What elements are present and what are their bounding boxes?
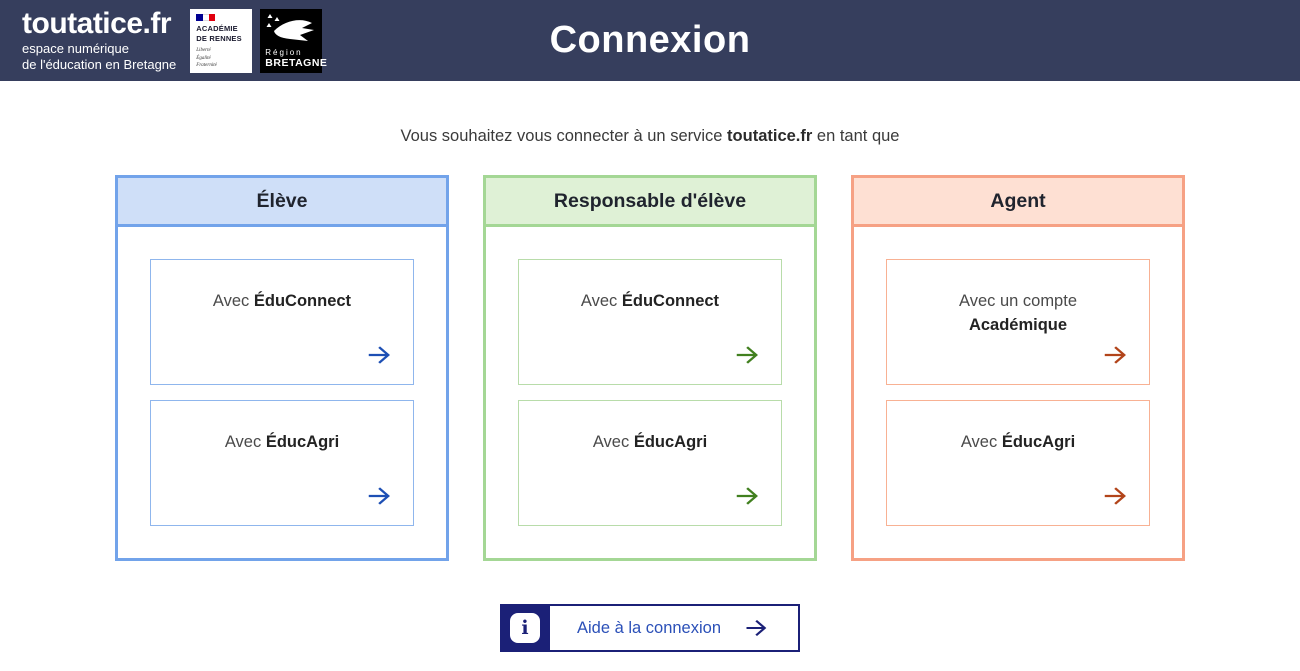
intro-text-before: Vous souhaitez vous connecter à un servi…	[400, 127, 728, 145]
academie-name: ACADÉMIE DE RENNES	[196, 24, 242, 43]
help-icon-cell: i	[500, 604, 550, 652]
responsable-educonnect-label: Avec ÉduConnect	[580, 292, 720, 310]
eleve-educonnect-label: Avec ÉduConnect	[212, 292, 352, 310]
column-eleve: Élève Avec ÉduConnect Avec ÉducAgri	[115, 175, 449, 561]
brand-tagline-line1: espace numérique	[22, 41, 129, 57]
column-agent-title: Agent	[854, 178, 1182, 227]
arrow-right-icon	[1101, 342, 1131, 368]
profile-columns: Élève Avec ÉduConnect Avec ÉducAgri Resp…	[0, 175, 1300, 561]
info-icon: i	[510, 613, 540, 643]
intro-text-bold: toutatice.fr	[727, 127, 813, 145]
responsable-educagri-button[interactable]: Avec ÉducAgri	[518, 400, 782, 526]
agent-educagri-button[interactable]: Avec ÉducAgri	[886, 400, 1150, 526]
brand-tagline-line2: de l'éducation en Bretagne	[22, 56, 177, 72]
arrow-right-icon	[365, 342, 395, 368]
toutatice-logo: toutatice.fr espace numérique de l'éduca…	[0, 8, 328, 73]
intro-sentence: Vous souhaitez vous connecter à un servi…	[0, 127, 1300, 146]
intro-text-after: en tant que	[812, 127, 900, 145]
column-responsable: Responsable d'élève Avec ÉduConnect Avec…	[483, 175, 817, 561]
toutatice-logo-text: toutatice.fr espace numérique de l'éduca…	[22, 9, 176, 72]
brand-title: toutatice.fr	[22, 7, 172, 41]
arrow-right-icon	[365, 483, 395, 509]
bretagne-label: BRETAGNE	[265, 56, 328, 69]
arrow-right-icon	[733, 483, 763, 509]
arrow-right-icon	[1101, 483, 1131, 509]
brand-tagline: espace numérique de l'éducation en Breta…	[22, 41, 176, 72]
help-button-label: Aide à la connexion	[576, 618, 722, 637]
arrow-right-icon	[743, 616, 771, 640]
help-button-main: Aide à la connexion	[550, 604, 800, 652]
column-responsable-title: Responsable d'élève	[486, 178, 814, 227]
agent-educagri-label: Avec ÉducAgri	[960, 433, 1076, 451]
eleve-educonnect-button[interactable]: Avec ÉduConnect	[150, 259, 414, 385]
french-flag-icon	[196, 13, 216, 22]
arrow-right-icon	[733, 342, 763, 368]
academie-motto: Liberté Égalité Fraternité	[196, 48, 217, 68]
region-bretagne-logo: Région BRETAGNE	[260, 8, 328, 73]
eleve-educagri-button[interactable]: Avec ÉducAgri	[150, 400, 414, 526]
responsable-educagri-label: Avec ÉducAgri	[592, 433, 708, 451]
region-label: Région	[265, 47, 303, 57]
column-eleve-title: Élève	[118, 178, 446, 227]
eleve-educagri-label: Avec ÉducAgri	[224, 433, 340, 451]
academie-de-rennes-logo: ACADÉMIE DE RENNES Liberté Égalité Frate…	[190, 8, 253, 73]
bretagne-flag-icon	[266, 13, 315, 41]
help-connection-button[interactable]: i Aide à la connexion	[500, 604, 800, 652]
responsable-educonnect-button[interactable]: Avec ÉduConnect	[518, 259, 782, 385]
header-bar: toutatice.fr espace numérique de l'éduca…	[0, 0, 1300, 81]
